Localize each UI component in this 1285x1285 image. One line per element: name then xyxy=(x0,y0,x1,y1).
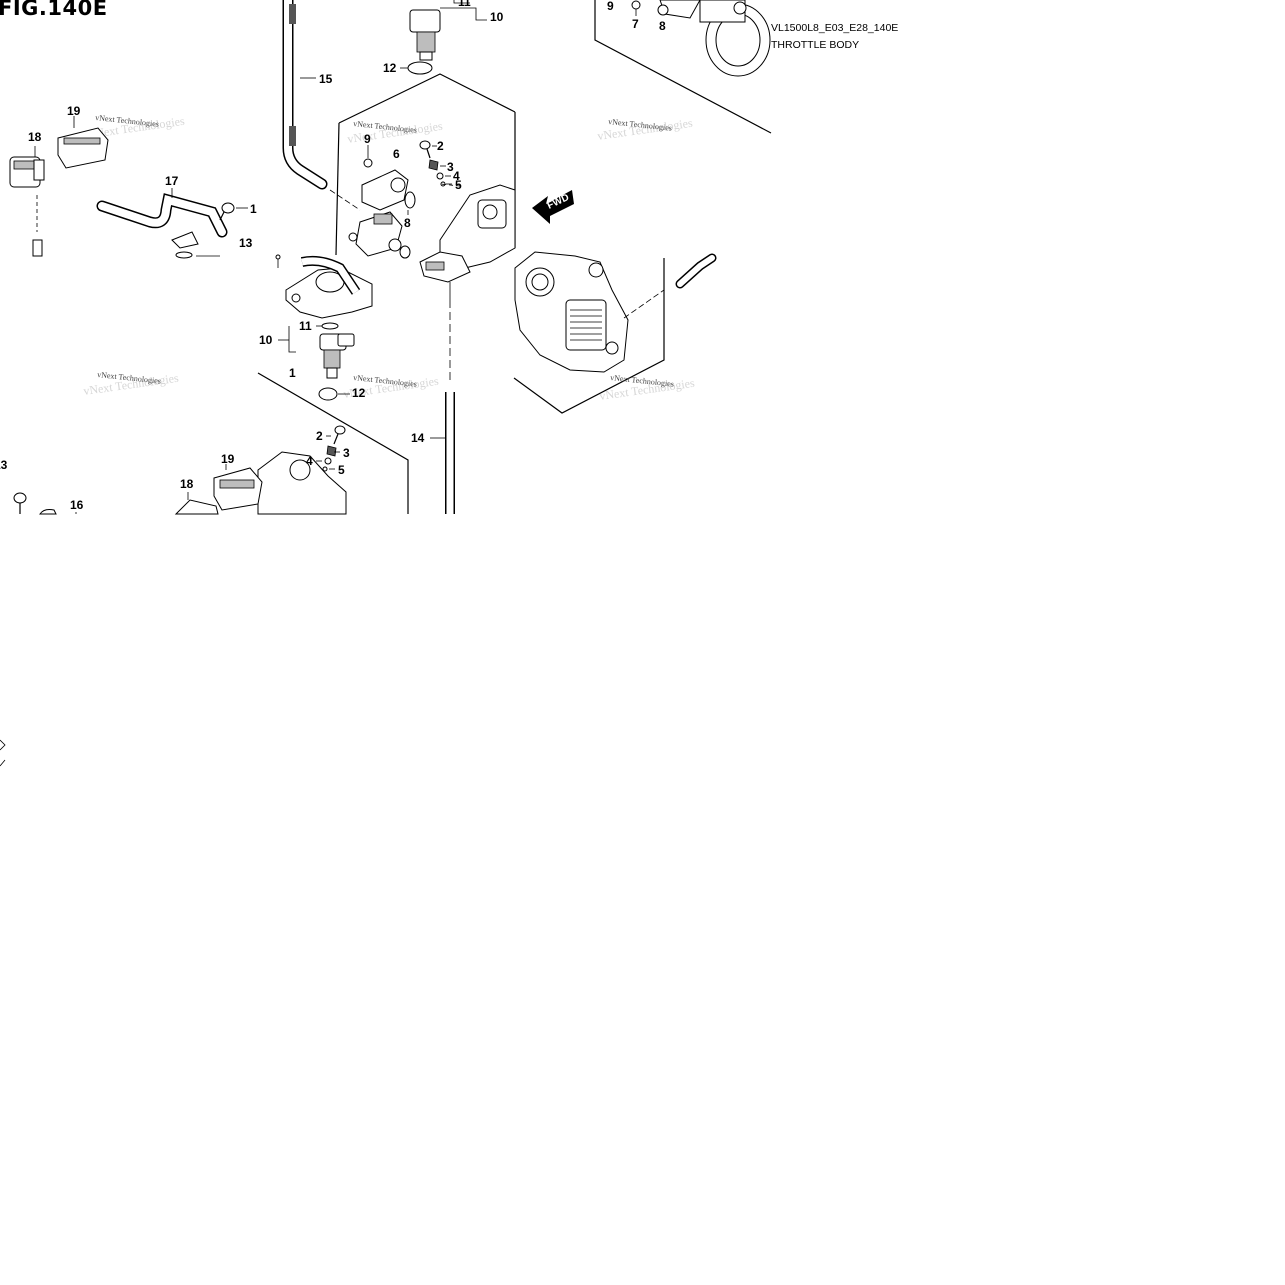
throttle-body-top-right xyxy=(631,0,771,77)
diagram-frame-lines xyxy=(257,0,772,514)
throttle-body-bottom xyxy=(174,451,347,515)
callout-1: 1 xyxy=(250,202,257,216)
callout-13: 13 xyxy=(0,458,8,472)
callout-15: 15 xyxy=(319,72,333,86)
forward-direction-arrow: FWD xyxy=(532,190,574,224)
callout-17: 17 xyxy=(165,174,179,188)
callout-5: 5 xyxy=(455,178,462,192)
bolt-1-top xyxy=(219,202,248,221)
hose-15 xyxy=(282,0,361,211)
fuel-injector-top xyxy=(400,0,487,75)
callout-9: 9 xyxy=(364,132,371,146)
callout-labels: 9 7 8 11 10 12 15 19 18 9 2 6 3 4 5 17 1… xyxy=(0,0,666,512)
callout-4: 4 xyxy=(453,169,460,183)
figure-title: FIG.140E xyxy=(0,0,108,20)
callout-12: 12 xyxy=(383,61,397,75)
callout-10: 10 xyxy=(490,10,504,24)
callout-1: 1 xyxy=(289,366,296,380)
figure-code: VL1500L8_E03_E28_140E xyxy=(771,22,899,34)
callout-13: 13 xyxy=(239,236,253,250)
callout-11: 11 xyxy=(458,0,471,9)
fuel-delivery-pipe xyxy=(275,254,373,319)
adjust-screw-set-bottom xyxy=(316,425,346,472)
throttle-body-main xyxy=(419,183,516,300)
throttle-body-right-view xyxy=(514,251,717,373)
bolt-13-bottom xyxy=(13,492,27,514)
callout-18: 18 xyxy=(180,477,194,491)
callout-6: 6 xyxy=(393,147,400,161)
callout-16: 16 xyxy=(70,498,84,512)
callout-8: 8 xyxy=(659,19,666,33)
callout-19: 19 xyxy=(67,104,81,118)
adjust-screw-set-top xyxy=(419,140,452,187)
stray-mark xyxy=(0,739,6,767)
callout-14: 14 xyxy=(411,431,425,445)
callout-5: 5 xyxy=(338,463,345,477)
callout-9: 9 xyxy=(607,0,614,13)
map-sensor-19 xyxy=(57,116,109,169)
callout-4: 4 xyxy=(306,454,313,468)
callout-3: 3 xyxy=(447,160,454,174)
throttle-sensor-center xyxy=(348,145,416,259)
callout-2: 2 xyxy=(437,139,444,153)
throttle-spring xyxy=(570,309,602,341)
callout-10: 10 xyxy=(259,333,273,347)
callout-11: 11 xyxy=(299,319,312,333)
hose-14 xyxy=(430,300,455,514)
figure-caption: THROTTLE BODY xyxy=(771,39,860,51)
sensor-connector-18 xyxy=(9,146,45,257)
callout-19: 19 xyxy=(221,452,235,466)
callout-12: 12 xyxy=(352,386,366,400)
part-16 xyxy=(39,509,77,515)
vacuum-pipe-17 xyxy=(96,188,228,259)
fuel-injector-mid xyxy=(278,322,355,401)
callout-3: 3 xyxy=(343,446,350,460)
callout-2: 2 xyxy=(316,429,323,443)
callout-8: 8 xyxy=(404,216,411,230)
callout-7: 7 xyxy=(632,17,639,31)
callout-18: 18 xyxy=(28,130,42,144)
